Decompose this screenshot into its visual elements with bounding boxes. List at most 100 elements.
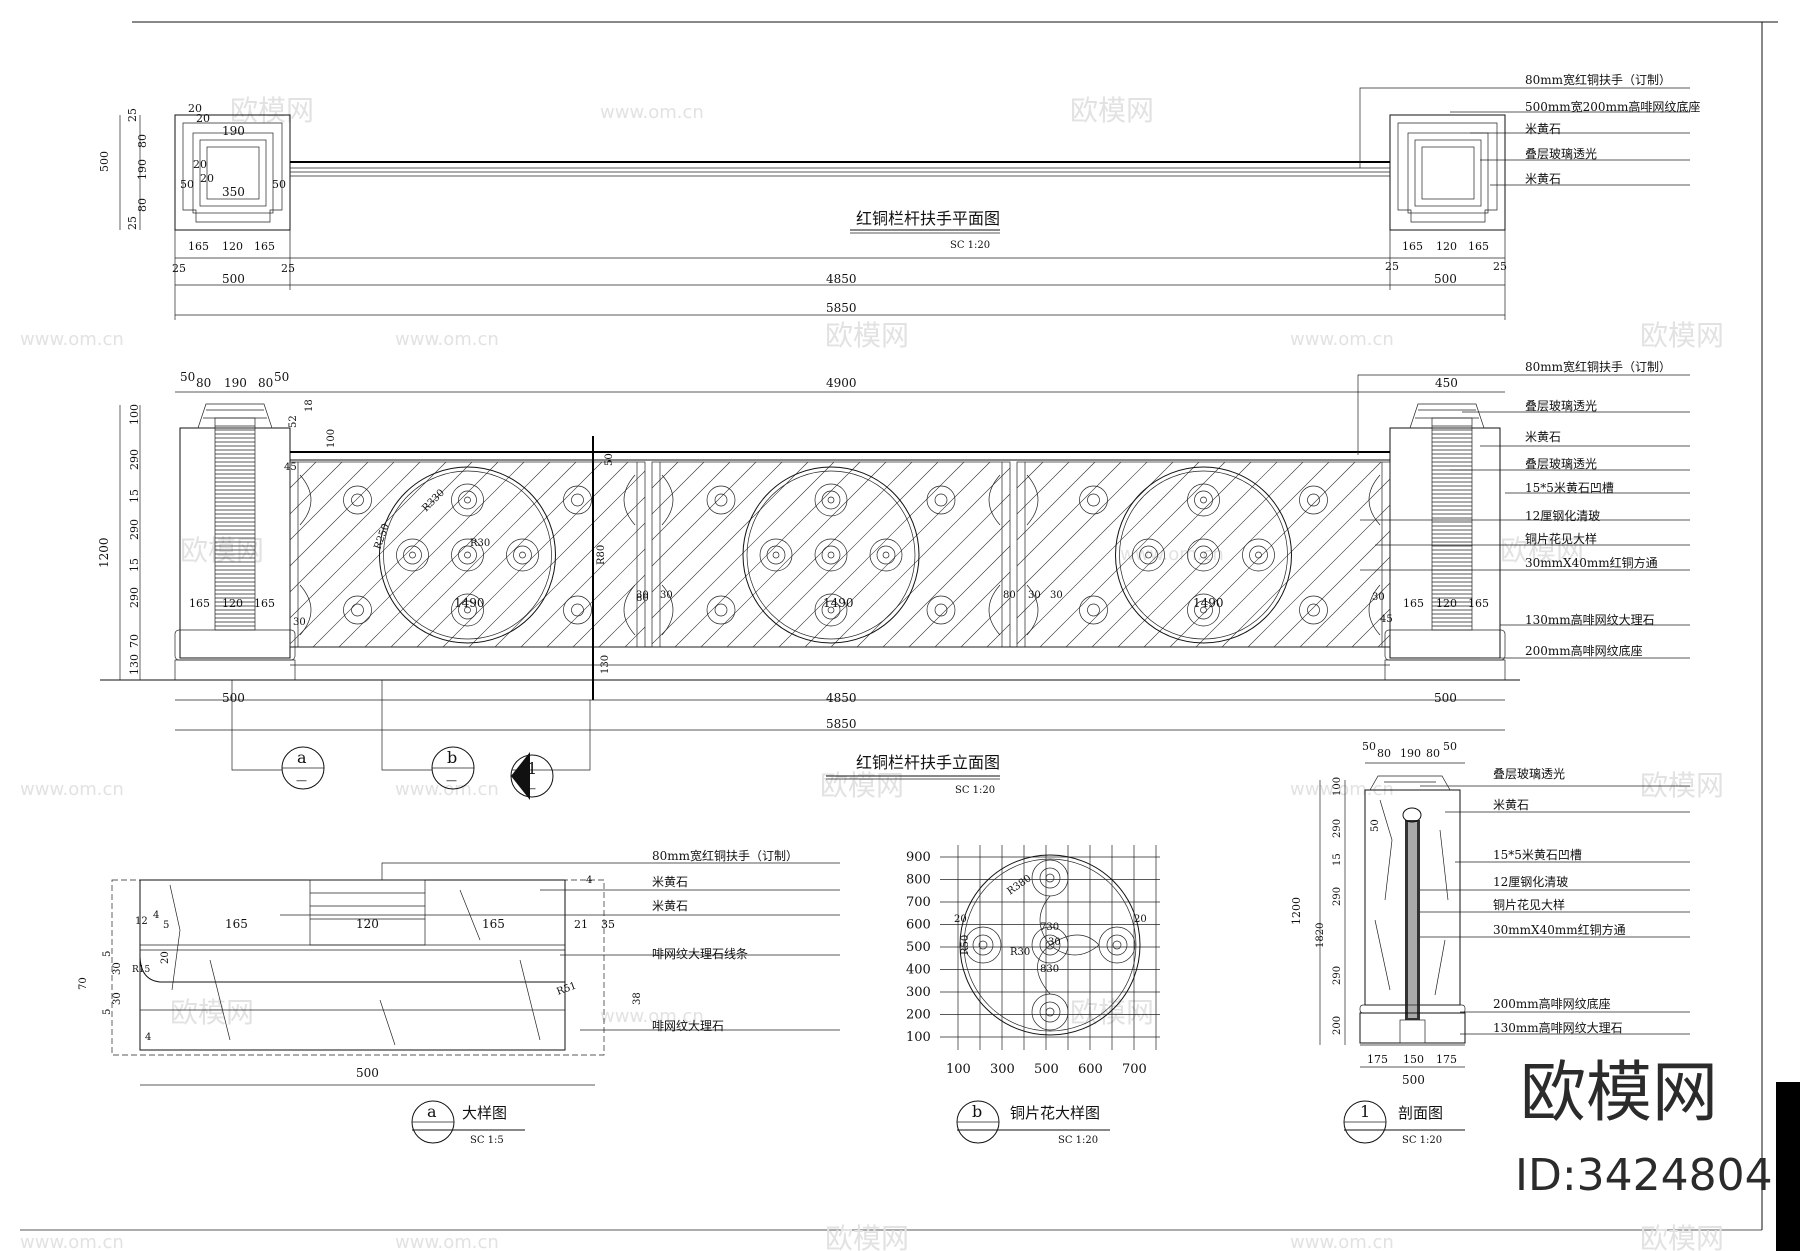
plan-title: 红铜栏杆扶手平面图: [856, 209, 1000, 228]
plan-left-post-core: [206, 146, 260, 200]
elev-misc-dim: 100: [326, 429, 337, 448]
section-title: 剖面图: [1398, 1104, 1443, 1122]
plan-dim-inner: 190: [222, 124, 245, 138]
flower-stem: [1037, 895, 1100, 995]
glass-hatch-line: [1143, 461, 1330, 648]
detail-a-callout: 米黄石: [652, 899, 688, 913]
scroll-curl: [714, 603, 728, 617]
scroll-curl: [343, 595, 372, 625]
detail-b-dim: 20: [954, 914, 967, 925]
watermark-text: www.om.cn: [600, 1006, 704, 1027]
detail-b-y-tick: 200: [906, 1008, 931, 1023]
watermark-text: 欧模网: [180, 534, 264, 567]
scroll-curl: [396, 538, 429, 572]
detail-a-dim: 30: [112, 992, 123, 1005]
glass-hatch-line: [289, 461, 473, 645]
detail-a-leader: [381, 862, 840, 880]
plan-dim-bottom-left: 165: [254, 240, 275, 253]
scroll-curl: [814, 483, 848, 517]
elev-post-dim: 165: [189, 597, 210, 610]
glass-hatch-line: [468, 470, 646, 648]
detail-a-dim: R51: [555, 981, 578, 998]
detail-b-title: 铜片花大样图: [1010, 1104, 1100, 1122]
plan-left-post-outer: [174, 114, 291, 231]
glass-hatch-line: [1016, 461, 1070, 515]
scroll-curl: [827, 606, 835, 614]
detail-b-flower-inner: [963, 858, 1137, 1032]
section-callout: 30mmX40mm红铜方通: [1493, 922, 1626, 937]
glass-hatch-line: [1169, 461, 1356, 648]
watermark-text: 欧模网: [1640, 1222, 1724, 1251]
detail-b-scale: SC 1:20: [1058, 1135, 1098, 1146]
marker-1-label: 1: [527, 759, 537, 778]
flower-scroll: [1112, 940, 1122, 950]
flower-scroll: [1106, 934, 1128, 956]
scroll-curl: [827, 496, 835, 504]
section-callout: 叠层玻璃透光: [1493, 767, 1565, 781]
glass-hatch-line: [364, 461, 551, 648]
detail-a-dim: R15: [132, 965, 151, 975]
scroll-curl: [876, 545, 896, 565]
elev-overall: 4850: [826, 691, 857, 705]
plan-overall: 4850: [826, 272, 857, 286]
scroll-ring-inner: [746, 470, 916, 640]
plan-right-post-outer: [1389, 114, 1506, 231]
section-inner-vertical: 50: [1370, 819, 1381, 832]
detail-a: 500 165 120 165 12 4 5 21 35 4 20 5 30 7…: [78, 848, 840, 1146]
detail-a-dim: 500: [356, 1066, 379, 1080]
watermark-text: 欧模网: [825, 319, 909, 352]
detail-a-dim: 4: [586, 875, 592, 886]
elev-left-vertical: 290: [128, 519, 141, 540]
elev-right-post-base: [1384, 659, 1506, 681]
flower-scroll: [972, 934, 994, 956]
detail-a-stone-veins: [169, 884, 541, 1046]
scroll-curl: [1299, 595, 1328, 625]
scroll-curl: [934, 603, 948, 617]
scroll-curl: [766, 545, 786, 565]
marker-b-label: b: [447, 748, 457, 767]
scroll-curl: [458, 545, 477, 565]
detail-a-dim: 120: [356, 917, 379, 931]
elev-left-vertical: 70: [128, 634, 141, 648]
scroll-curl: [563, 485, 592, 515]
section-bottom-dim: 175: [1436, 1053, 1457, 1066]
elev-misc-dim: 30: [1372, 592, 1385, 603]
detail-b-dim: 730: [1040, 922, 1059, 933]
watermark-text: www.om.cn: [20, 1232, 124, 1251]
glass-hatch-line: [289, 461, 369, 541]
elev-left-vertical: 290: [128, 449, 141, 470]
detail-a-dim: 5: [102, 951, 113, 957]
elev-top-dim: 80: [258, 376, 273, 390]
glass-panel: [289, 461, 646, 648]
elev-misc-dim: 30: [1050, 590, 1063, 601]
scroll-edge-curl: [1026, 474, 1039, 526]
flower-scroll: [1039, 934, 1061, 956]
section-top-dim: 80: [1377, 747, 1391, 760]
plan-right-post-ring2: [1407, 132, 1489, 214]
glass-hatch-line: [1016, 461, 1096, 541]
elev-left-vertical: 290: [128, 587, 141, 608]
watermark-text: www.om.cn: [395, 1232, 499, 1251]
marker-b-sub: —: [446, 774, 457, 787]
scroll-ring: [1115, 466, 1292, 644]
glass-hatch-line: [830, 467, 1011, 648]
scroll-curl: [1255, 551, 1262, 559]
elev-misc-dim: 130: [600, 655, 611, 674]
elev-misc-dim: R30: [470, 538, 490, 549]
plan-dim-v: 25: [126, 216, 139, 230]
plan-dim-v: 80: [136, 134, 149, 148]
detail-b-y-tick: 900: [906, 850, 931, 865]
plan-dim-inner: 50: [272, 178, 286, 191]
glass-hatch-line: [1091, 461, 1278, 648]
scroll-curl: [1194, 600, 1213, 620]
flower-scroll: [978, 940, 988, 950]
scroll-ring: [742, 466, 920, 644]
section-scale: SC 1:20: [1402, 1135, 1442, 1146]
elev-callout: 200mm高啡网纹底座: [1525, 643, 1643, 658]
detail-a-dim: 165: [225, 917, 248, 931]
elev-right-top: 450: [1435, 376, 1458, 390]
section-callout: 130mm高啡网纹大理石: [1493, 1020, 1623, 1035]
detail-b-x-tick: 700: [1122, 1062, 1147, 1077]
scroll-curl: [1194, 545, 1213, 565]
glass-hatch-line: [624, 626, 646, 648]
